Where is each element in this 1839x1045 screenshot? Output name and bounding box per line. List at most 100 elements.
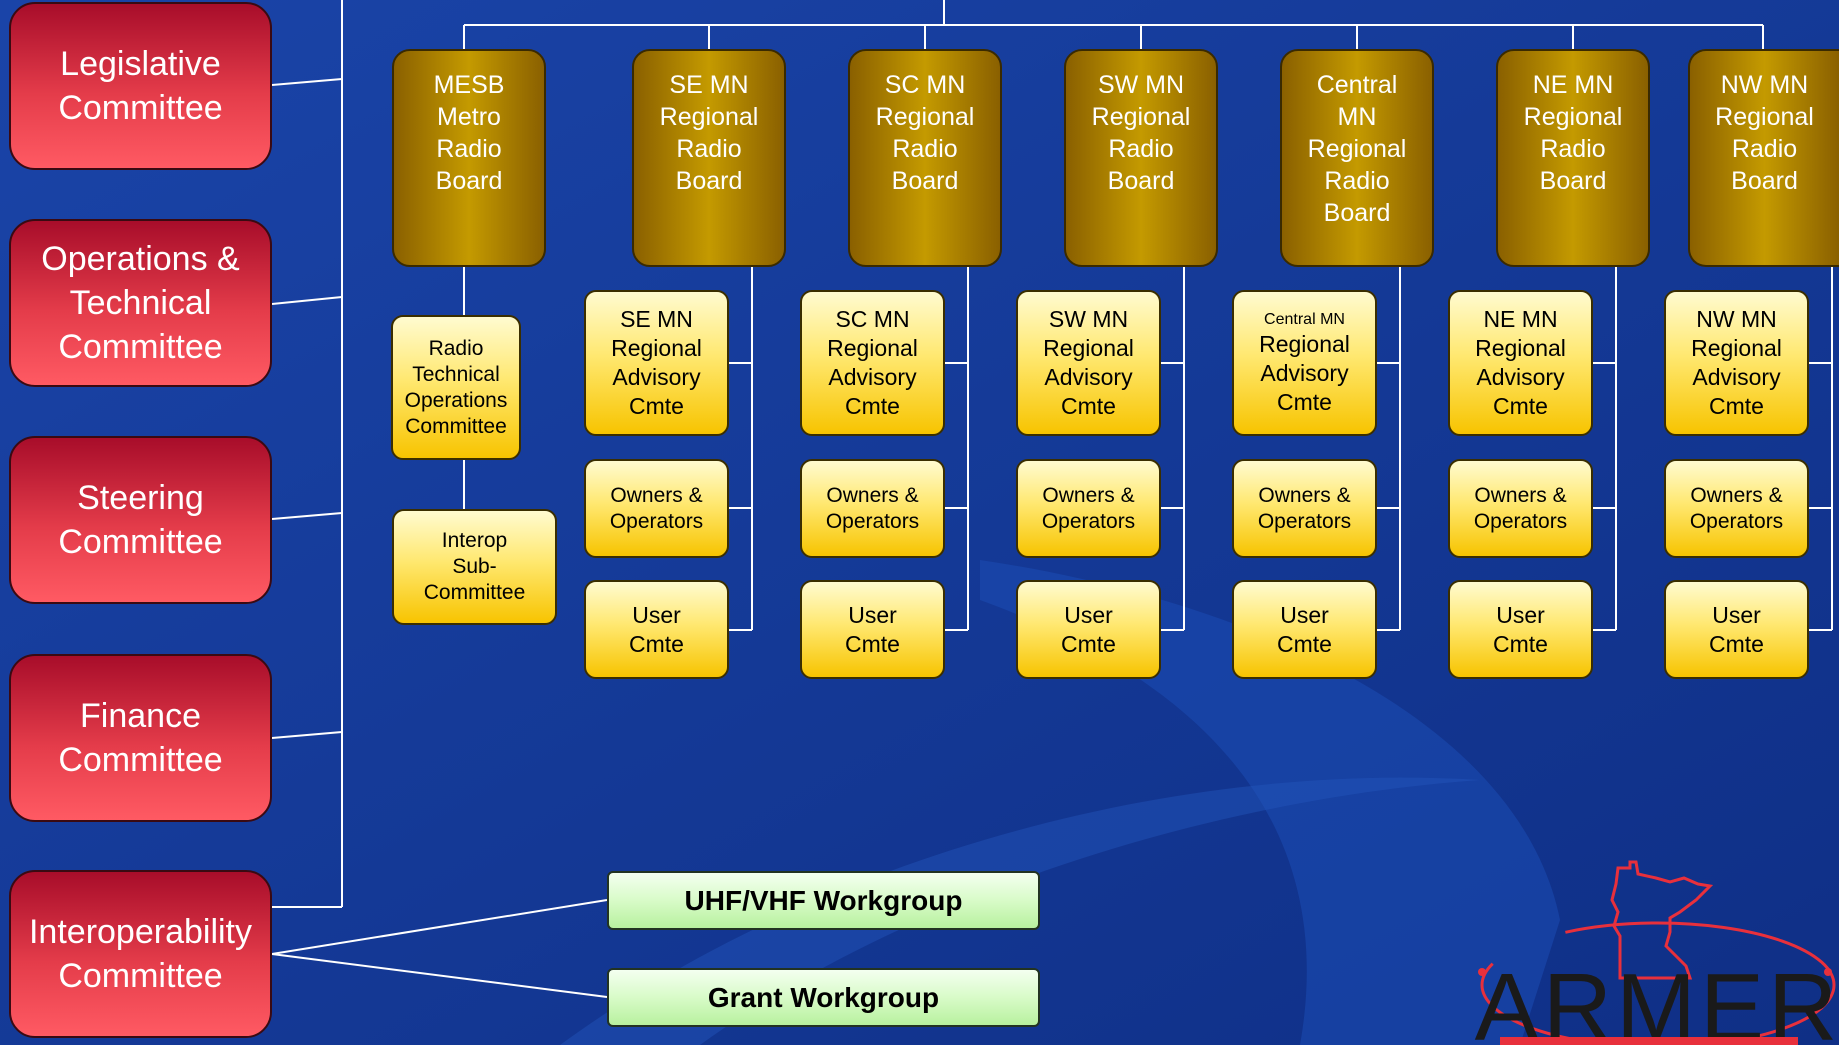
sw-adv-line-2: Regional	[1043, 335, 1134, 361]
nw-owners-line-2: Operators	[1689, 509, 1784, 533]
se-board-line-2: Regional	[659, 103, 759, 131]
rtoc-line-3: Operations	[404, 388, 508, 412]
central-mn-advisory-box: Central MN Regional Advisory Cmte	[1232, 290, 1377, 436]
finance-connector	[271, 731, 343, 739]
mesb-board-line-3: Radio	[436, 135, 502, 163]
sw-mn-owners-box: Owners & Operators	[1016, 459, 1161, 558]
sw-adv-line-3: Advisory	[1044, 364, 1133, 390]
finance-committee-box: Finance Committee	[9, 654, 272, 822]
ne-mn-board-box: NE MN Regional Radio Board	[1496, 49, 1650, 267]
ne-board-line-4: Board	[1539, 167, 1607, 195]
steering-committee-box: Steering Committee	[9, 436, 272, 604]
steering-connector	[271, 512, 343, 520]
se-adv-line-1: SE MN	[620, 306, 693, 332]
sw-board-line-2: Regional	[1091, 103, 1191, 131]
to-uhf-workgroup-line	[271, 899, 608, 955]
se-adv-line-2: Regional	[611, 335, 702, 361]
sw-mn-advisory-box: SW MN Regional Advisory Cmte	[1016, 290, 1161, 436]
sc-mn-board-box: SC MN Regional Radio Board	[848, 49, 1002, 267]
ne-adv-line-4: Cmte	[1493, 393, 1548, 419]
sw-board-line-4: Board	[1107, 167, 1175, 195]
se-user-line-1: User	[632, 601, 681, 628]
sw-owners-line-1: Owners &	[1042, 483, 1135, 507]
se-mn-user-box: User Cmte	[584, 580, 729, 679]
se-adv-line-3: Advisory	[612, 364, 701, 390]
sw-owners-line-2: Operators	[1041, 509, 1136, 533]
interop-sub-line-2: Sub-	[452, 555, 497, 578]
central-owners-line-2: Operators	[1257, 509, 1352, 533]
sc-mn-advisory-box: SC MN Regional Advisory Cmte	[800, 290, 945, 436]
se-board-line-4: Board	[675, 167, 743, 195]
sc-adv-line-3: Advisory	[828, 364, 917, 390]
interoperability-committee-box: Interoperability Committee	[9, 870, 272, 1038]
steering-line-2: Committee	[58, 523, 223, 561]
nw-mn-advisory-box: NW MN Regional Advisory Cmte	[1664, 290, 1809, 436]
interoperability-line-1: Interoperability	[28, 913, 252, 951]
interop-sub-line-1: Interop	[441, 529, 508, 552]
sw-board-line-3: Radio	[1108, 135, 1174, 163]
operations-line-3: Committee	[58, 328, 223, 366]
sc-board-line-4: Board	[891, 167, 959, 195]
sw-mn-board-box: SW MN Regional Radio Board	[1064, 49, 1218, 267]
central-mn-user-box: User Cmte	[1232, 580, 1377, 679]
nw-adv-line-4: Cmte	[1709, 393, 1764, 419]
rtoc-line-2: Technical	[412, 362, 500, 386]
uhf-vhf-workgroup-box: UHF/VHF Workgroup	[607, 871, 1040, 930]
sc-adv-line-4: Cmte	[845, 393, 900, 419]
central-adv-line-4: Cmte	[1277, 388, 1332, 415]
legislative-line-2: Committee	[58, 89, 223, 127]
ne-user-line-2: Cmte	[1493, 630, 1548, 657]
ne-board-line-3: Radio	[1540, 135, 1606, 163]
sc-mn-owners-box: Owners & Operators	[800, 459, 945, 558]
operations-technical-committee-box: Operations & Technical Committee	[9, 219, 272, 387]
se-board-line-1: SE MN	[669, 71, 749, 99]
ne-mn-owners-box: Owners & Operators	[1448, 459, 1593, 558]
finance-line-1: Finance	[80, 697, 201, 735]
ne-board-line-1: NE MN	[1532, 71, 1614, 99]
sw-adv-line-1: SW MN	[1048, 306, 1129, 332]
nw-mn-board-box: NW MN Regional Radio Board	[1688, 49, 1839, 267]
central-board-line-5: Board	[1323, 199, 1391, 227]
to-grant-workgroup-line	[271, 953, 608, 998]
sc-owners-line-1: Owners &	[826, 483, 919, 507]
ne-adv-line-3: Advisory	[1476, 364, 1565, 390]
mesb-board-line-1: MESB	[433, 71, 505, 99]
nw-board-line-2: Regional	[1715, 103, 1814, 131]
se-adv-line-4: Cmte	[629, 393, 684, 419]
ne-user-line-1: User	[1496, 601, 1545, 628]
sc-board-line-1: SC MN	[884, 71, 966, 99]
legislative-committee-box: Legislative Committee	[9, 2, 272, 170]
se-mn-board-box: SE MN Regional Radio Board	[632, 49, 786, 267]
steering-line-1: Steering	[77, 479, 204, 517]
se-owners-line-2: Operators	[609, 509, 704, 533]
radio-technical-operations-committee-box: Radio Technical Operations Committee	[391, 315, 521, 460]
sc-board-line-2: Regional	[875, 103, 975, 131]
interoperability-line-2: Committee	[58, 957, 223, 995]
ne-owners-line-2: Operators	[1473, 509, 1568, 533]
ne-owners-line-1: Owners &	[1474, 483, 1567, 507]
central-adv-line-3: Advisory	[1260, 359, 1349, 386]
central-owners-line-1: Owners &	[1258, 483, 1351, 507]
mesb-board-line-4: Board	[435, 167, 503, 195]
mesb-board-box: MESB Metro Radio Board	[392, 49, 546, 267]
sc-user-line-2: Cmte	[845, 630, 900, 657]
rtoc-line-1: Radio	[428, 336, 484, 360]
nw-adv-line-1: NW MN	[1696, 306, 1777, 332]
nw-adv-line-2: Regional	[1691, 335, 1782, 361]
ne-adv-line-2: Regional	[1475, 335, 1566, 361]
central-mn-owners-box: Owners & Operators	[1232, 459, 1377, 558]
operations-connector	[271, 296, 343, 305]
sw-user-line-1: User	[1064, 601, 1113, 628]
operations-line-2: Technical	[69, 284, 212, 322]
grant-workgroup-label: Grant Workgroup	[707, 981, 940, 1013]
central-adv-line-2: Regional	[1259, 330, 1350, 357]
se-owners-line-1: Owners &	[610, 483, 703, 507]
nw-user-line-1: User	[1712, 601, 1761, 628]
nw-board-line-1: NW MN	[1720, 71, 1809, 99]
legislative-line-1: Legislative	[60, 45, 221, 83]
sw-board-line-1: SW MN	[1097, 71, 1185, 99]
armer-logo-text: ARMER	[1475, 954, 1839, 1045]
legislative-connector	[271, 78, 343, 86]
operations-line-1: Operations &	[41, 240, 240, 278]
